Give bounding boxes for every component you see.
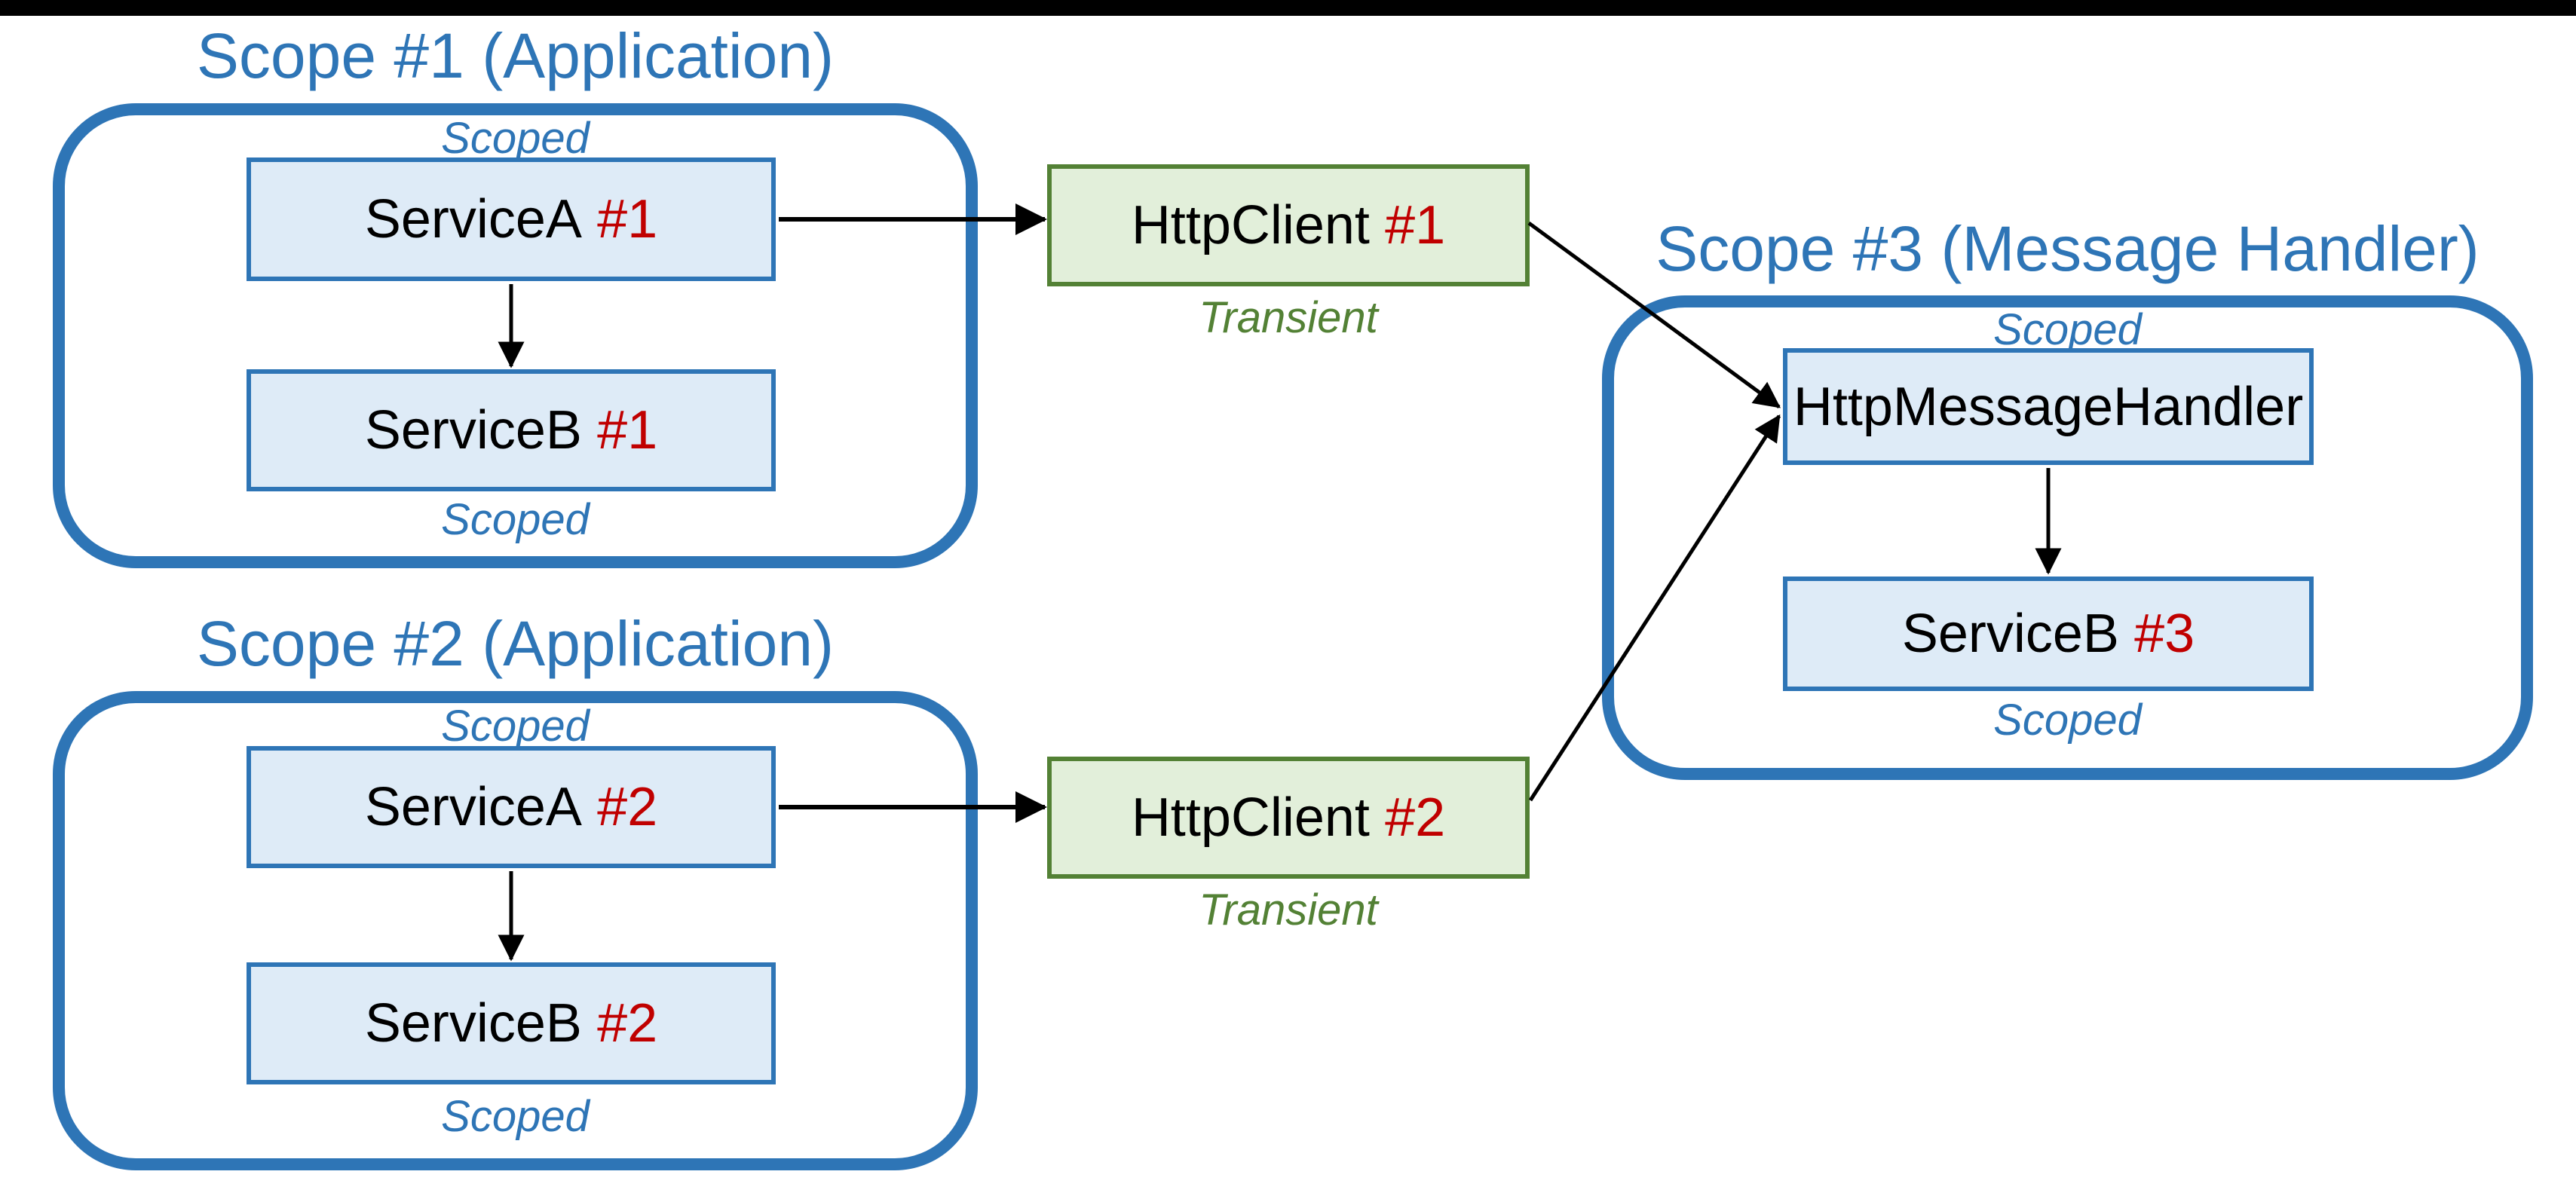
- serviceb2-name: ServiceB: [364, 993, 582, 1054]
- servicea1-name: ServiceA: [364, 189, 582, 249]
- httpclient1-box: HttpClient#1: [1047, 164, 1530, 286]
- scope2-title: Scope #2 (Application): [196, 608, 835, 679]
- servicea1-box: ServiceA#1: [247, 158, 776, 281]
- scope3-scoped-bottom-label: Scoped: [1993, 696, 2142, 745]
- scope1-scoped-bottom-label: Scoped: [441, 495, 590, 544]
- servicea2-box: ServiceA#2: [247, 746, 776, 868]
- letterbox-top-bar: [0, 0, 2576, 16]
- serviceb1-box: ServiceB#1: [247, 369, 776, 491]
- httpmessagehandler-name: HttpMessageHandler: [1793, 376, 2304, 437]
- httpclient2-instance: #2: [1385, 788, 1446, 848]
- httpclient2-transient-label: Transient: [1199, 885, 1378, 934]
- scope2-scoped-bottom-label: Scoped: [441, 1092, 590, 1141]
- serviceb3-box: ServiceB#3: [1783, 577, 2314, 691]
- scope1-title: Scope #1 (Application): [196, 20, 835, 91]
- serviceb2-box: ServiceB#2: [247, 962, 776, 1084]
- httpmessagehandler-box: HttpMessageHandler: [1783, 348, 2314, 465]
- serviceb3-name: ServiceB: [1901, 604, 2119, 664]
- serviceb1-name: ServiceB: [364, 400, 582, 460]
- servicea2-instance: #2: [597, 777, 658, 837]
- scope3-title: Scope #3 (Message Handler): [1656, 213, 2480, 284]
- httpclient2-box: HttpClient#2: [1047, 757, 1530, 879]
- scope1-scoped-top-label: Scoped: [441, 114, 590, 163]
- httpclient1-instance: #1: [1385, 195, 1446, 255]
- httpclient1-name: HttpClient: [1131, 195, 1370, 255]
- scope2-scoped-top-label: Scoped: [441, 702, 590, 751]
- scope2-container: [53, 691, 978, 1170]
- httpclient2-name: HttpClient: [1131, 788, 1370, 848]
- scope3-scoped-top-label: Scoped: [1993, 305, 2142, 354]
- scope3-container: [1602, 295, 2533, 780]
- servicea1-instance: #1: [597, 189, 658, 249]
- serviceb3-instance: #3: [2134, 604, 2195, 664]
- servicea2-name: ServiceA: [364, 777, 582, 837]
- serviceb1-instance: #1: [597, 400, 658, 460]
- serviceb2-instance: #2: [597, 993, 658, 1054]
- httpclient1-transient-label: Transient: [1199, 293, 1378, 342]
